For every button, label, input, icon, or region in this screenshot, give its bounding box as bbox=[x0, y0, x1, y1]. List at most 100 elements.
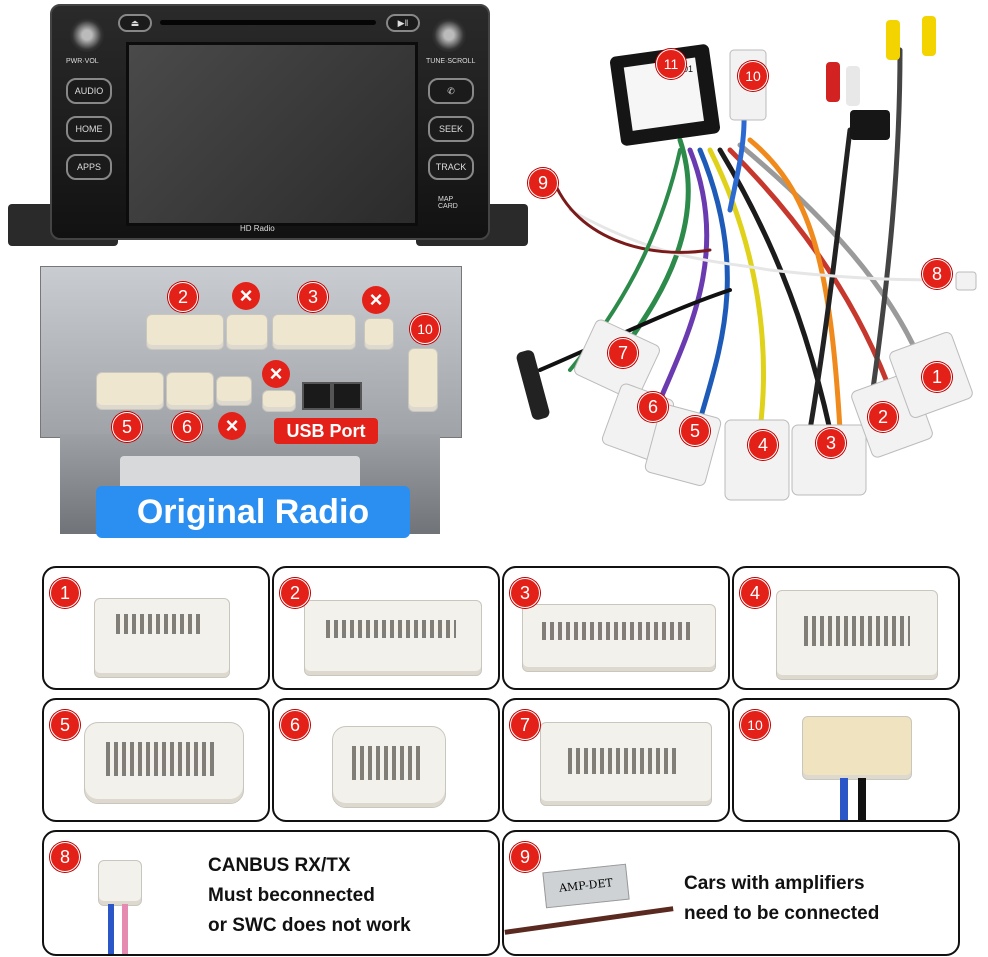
original-radio-title: Original Radio bbox=[96, 486, 410, 538]
phone-button[interactable]: ✆ bbox=[428, 78, 474, 104]
play-pause-button[interactable]: ▶‖ bbox=[386, 14, 420, 32]
apps-button[interactable]: APPS bbox=[66, 154, 112, 180]
module-text: 101 bbox=[678, 64, 693, 74]
harness-connector-8 bbox=[955, 271, 977, 291]
connector-3-pins bbox=[542, 622, 692, 640]
usb-socket-2 bbox=[332, 382, 362, 410]
connector-8-image bbox=[98, 860, 142, 906]
usb-port-label: USB Port bbox=[274, 418, 378, 444]
harness-badge-1: 1 bbox=[922, 362, 952, 392]
note-9-line1: Cars with amplifiers bbox=[684, 873, 865, 894]
amp-det-wire bbox=[504, 906, 674, 935]
connector-2-pins bbox=[326, 620, 456, 638]
usb-socket-1 bbox=[302, 382, 332, 410]
connector-card-3: 3 bbox=[502, 566, 730, 690]
rca-red bbox=[826, 62, 840, 102]
radio-back: 2 × 3 × 10 × 5 6 × USB Port Original Rad… bbox=[40, 266, 462, 541]
card-badge-5: 5 bbox=[50, 710, 80, 740]
card-badge-10: 10 bbox=[740, 710, 770, 740]
connector-1-image bbox=[94, 598, 230, 678]
pwr-vol-knob[interactable] bbox=[70, 18, 104, 52]
connector-card-1: 1 bbox=[42, 566, 270, 690]
back-connector-10 bbox=[408, 348, 438, 412]
back-connector-x2 bbox=[364, 318, 394, 350]
eject-button[interactable]: ⏏ bbox=[118, 14, 152, 32]
back-connector-x3 bbox=[216, 376, 252, 406]
harness-badge-5: 5 bbox=[680, 416, 710, 446]
rca-yellow-2 bbox=[922, 16, 936, 56]
harness-connector-3 bbox=[791, 424, 867, 496]
connector-4-pins bbox=[804, 616, 910, 646]
connector-card-7: 7 bbox=[502, 698, 730, 822]
note-card-9: 9 AMP-DET Cars with amplifiers need to b… bbox=[502, 830, 960, 956]
harness-badge-4: 4 bbox=[748, 430, 778, 460]
black-plug bbox=[850, 110, 890, 140]
track-button[interactable]: TRACK bbox=[428, 154, 474, 180]
phone-icon: ✆ bbox=[447, 86, 455, 96]
map-card-label: MAP CARD bbox=[438, 196, 458, 210]
harness-badge-9: 9 bbox=[528, 168, 558, 198]
harness-badge-6: 6 bbox=[638, 392, 668, 422]
back-connector-x4 bbox=[262, 390, 296, 412]
module-label bbox=[623, 57, 704, 131]
radio-badge-6: 6 bbox=[172, 412, 202, 442]
harness-badge-10: 10 bbox=[738, 61, 768, 91]
connector-10-wire-blue bbox=[840, 778, 848, 820]
note-badge-8: 8 bbox=[50, 842, 80, 872]
connector-card-6: 6 bbox=[272, 698, 500, 822]
connector-10-image bbox=[802, 716, 912, 780]
radio-x-badge-4: × bbox=[218, 412, 246, 440]
card-badge-7: 7 bbox=[510, 710, 540, 740]
tune-scroll-knob[interactable] bbox=[432, 18, 466, 52]
card-badge-1: 1 bbox=[50, 578, 80, 608]
note-badge-9: 9 bbox=[510, 842, 540, 872]
note-8-line1: CANBUS RX/TX bbox=[208, 855, 351, 876]
home-button[interactable]: HOME bbox=[66, 116, 112, 142]
connector-card-5: 5 bbox=[42, 698, 270, 822]
radio-badge-10: 10 bbox=[410, 314, 440, 344]
hd-radio-label: HD Radio bbox=[240, 224, 275, 233]
connector-card-4: 4 bbox=[732, 566, 960, 690]
disc-slot bbox=[160, 20, 376, 25]
harness-badge-11: 11 bbox=[656, 49, 686, 79]
connector-7-pins bbox=[568, 748, 678, 774]
amp-det-tag: AMP-DET bbox=[542, 863, 630, 909]
connector-card-2: 2 bbox=[272, 566, 500, 690]
back-connector-2 bbox=[146, 314, 224, 350]
note-8-line2: Must beconnected bbox=[208, 885, 375, 906]
card-badge-3: 3 bbox=[510, 578, 540, 608]
radio-badge-3: 3 bbox=[298, 282, 328, 312]
screen bbox=[126, 42, 418, 226]
note-9-line2: need to be connected bbox=[684, 903, 880, 924]
radio-x-badge-1: × bbox=[232, 282, 260, 310]
connector-5-pins bbox=[106, 742, 218, 776]
note-8-line3: or SWC does not work bbox=[208, 915, 411, 936]
wiring-harness: 10 1 bbox=[516, 16, 977, 501]
antenna-plug bbox=[516, 350, 550, 420]
connector-8-wire-pink bbox=[122, 904, 128, 954]
harness-badge-2: 2 bbox=[868, 402, 898, 432]
radio-badge-5: 5 bbox=[112, 412, 142, 442]
audio-button[interactable]: AUDIO bbox=[66, 78, 112, 104]
eject-icon: ⏏ bbox=[130, 18, 140, 28]
rca-white bbox=[846, 66, 860, 106]
radio-x-badge-2: × bbox=[362, 286, 390, 314]
rca-yellow-1 bbox=[886, 20, 900, 60]
radio-x-badge-3: × bbox=[262, 360, 290, 388]
harness-badge-3: 3 bbox=[816, 428, 846, 458]
back-connector-3 bbox=[272, 314, 356, 350]
connector-8-wire-blue bbox=[108, 904, 114, 954]
back-connector-x1 bbox=[226, 314, 268, 350]
back-connector-5 bbox=[96, 372, 164, 410]
card-badge-2: 2 bbox=[280, 578, 310, 608]
connector-6-pins bbox=[352, 746, 422, 780]
seek-button[interactable]: SEEK bbox=[428, 116, 474, 142]
tune-scroll-label: TUNE·SCROLL bbox=[426, 58, 476, 65]
connector-card-10: 10 bbox=[732, 698, 960, 822]
harness-badge-8: 8 bbox=[922, 259, 952, 289]
note-card-8: 8 CANBUS RX/TX Must beconnected or SWC d… bbox=[42, 830, 500, 956]
card-badge-6: 6 bbox=[280, 710, 310, 740]
connector-10-wire-black bbox=[858, 778, 866, 820]
card-badge-4: 4 bbox=[740, 578, 770, 608]
head-unit-front: ⏏ ▶‖ PWR·VOL TUNE·SCROLL AUDIO HOME APPS… bbox=[8, 4, 528, 252]
